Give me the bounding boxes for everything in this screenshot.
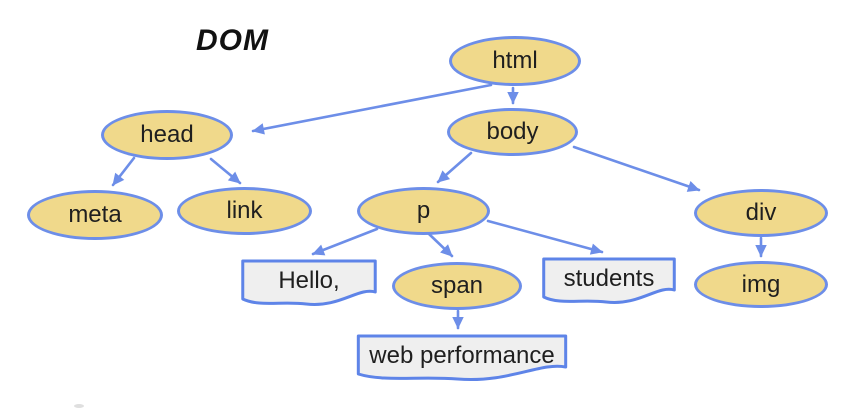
node-html: html bbox=[449, 36, 581, 86]
node-span-label: span bbox=[430, 272, 484, 299]
node-link-label: link bbox=[226, 197, 263, 224]
node-text-students: students bbox=[541, 256, 677, 308]
edge-body-p bbox=[436, 151, 473, 184]
node-p-label: p bbox=[416, 197, 431, 224]
document-shape bbox=[240, 258, 378, 310]
node-text-webperf: web performance bbox=[354, 333, 570, 385]
node-head: head bbox=[101, 110, 233, 160]
edge-head-link bbox=[209, 157, 242, 185]
node-div-label: div bbox=[745, 199, 777, 226]
node-div: div bbox=[694, 189, 828, 237]
node-head-label: head bbox=[140, 121, 194, 148]
node-link: link bbox=[177, 187, 312, 235]
node-img-label: img bbox=[741, 270, 781, 298]
document-shape bbox=[354, 333, 570, 385]
edge-p-span bbox=[427, 232, 454, 258]
node-text-hello: Hello, bbox=[240, 258, 378, 310]
edge-body-div bbox=[572, 145, 701, 192]
node-meta-label: meta bbox=[68, 201, 122, 228]
node-html-label: html bbox=[492, 47, 538, 74]
edge-p-students bbox=[486, 219, 604, 255]
node-text-webperf-label: web performance bbox=[369, 342, 555, 369]
node-img: img bbox=[694, 261, 828, 308]
node-meta: meta bbox=[27, 190, 163, 240]
artifact-smudge bbox=[74, 404, 84, 408]
node-body-label: body bbox=[486, 118, 539, 145]
node-text-hello-label: Hello, bbox=[278, 267, 340, 294]
node-text-students-label: students bbox=[563, 265, 655, 292]
edge-head-meta bbox=[111, 156, 136, 187]
document-shape bbox=[541, 256, 677, 308]
node-span: span bbox=[392, 262, 522, 310]
node-p: p bbox=[357, 187, 490, 235]
edge-p-hello bbox=[311, 227, 379, 256]
node-body: body bbox=[447, 108, 578, 156]
diagram-title: DOM bbox=[196, 24, 269, 57]
